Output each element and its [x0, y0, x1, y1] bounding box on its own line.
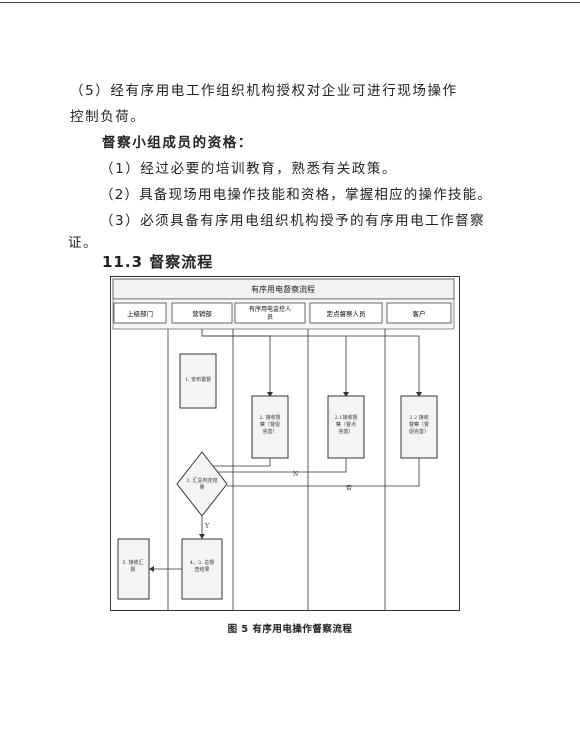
flow-box-5: [117, 538, 150, 600]
flowchart-svg: 有序用电督察流程 上级部门 营销部 有序用电监控人 员 定点督察人员 客户 1.…: [110, 276, 460, 611]
qualification-item-2: （2）具备现场用电操作技能和资格，掌握相应的操作技能。: [100, 187, 492, 203]
paragraph-5-line-1: （5）经有序用电工作组织机构授权对企业可进行现场操作: [70, 83, 458, 99]
flow-box-2-label-a: 2. 接收督: [259, 414, 280, 421]
page-top-rule: [0, 2, 580, 3]
lane-label-marketing: 营销部: [192, 309, 212, 318]
qualification-item-3-line-2: 证。: [68, 235, 99, 251]
flow-box-2-1: [327, 395, 365, 459]
decision-3-label-b: 果: [199, 485, 204, 491]
flowchart-title: 有序用电督察流程: [251, 284, 315, 294]
lane-label-inspector: 定点督察人员: [327, 309, 367, 318]
figure-caption: 图 5 有序用电操作督察流程: [227, 624, 353, 635]
flow-box-2-1-label-b: 察（督点: [336, 421, 356, 428]
section-title: 11.3 督察流程: [102, 253, 214, 271]
qualification-item-1: （1）经过必要的培训教育，熟悉有关政策。: [100, 161, 398, 177]
arrowhead: [199, 534, 205, 539]
decision-3-label-a: 3. 汇总判定结: [186, 477, 217, 484]
flow-box-4-label-b: 查结果: [194, 566, 209, 573]
edge-label-f: 否: [346, 485, 352, 492]
connector-feedback-inspector: [202, 458, 347, 473]
lane-label-monitor-2: 员: [267, 314, 273, 321]
flow-box-2-2: [400, 395, 438, 459]
arrowhead: [416, 392, 422, 397]
lane-header-monitor: [234, 302, 306, 324]
lane-label-monitor: 有序用电监控人: [249, 305, 291, 313]
flow-box-2-label-b: 察（督促: [260, 421, 280, 428]
edge-label-y: Y: [204, 523, 210, 530]
connector-feedback-customer: [227, 458, 420, 487]
lane-label-customer: 客户: [413, 309, 426, 318]
flow-box-2-1-label-a: 2.1接收督: [335, 414, 358, 421]
qualification-heading: 督察小组成员的资格：: [102, 135, 253, 151]
lane-header-marketing: [171, 302, 233, 324]
flow-box-1: [179, 353, 217, 409]
flow-box-2-1-label-c: 完善）: [338, 428, 353, 435]
flow-box-4-label-a: 4、3. 总督: [190, 559, 215, 566]
lane-header-inspector: [309, 302, 383, 324]
edge-label-n: N: [293, 471, 298, 478]
qualification-item-3-line-1: （3）必须具备有序用电组织机构授予的有序用电工作督察: [100, 213, 486, 229]
flow-box-2-label-c: 完善）: [262, 428, 277, 435]
flow-box-2-2-label-a: 2.2 接收: [409, 414, 429, 421]
arrowhead: [343, 392, 349, 397]
flow-box-1-label: 1. 安布置督: [185, 376, 211, 383]
lane-header-superior: [113, 302, 167, 324]
arrowhead: [267, 392, 273, 397]
flow-box-2-2-label-c: 促完善）: [409, 428, 429, 435]
flow-box-2-2-label-b: 督察（督: [409, 421, 429, 428]
flow-box-5-label-b: 报: [130, 566, 135, 573]
paragraph-5-line-2: 控制负荷。: [70, 109, 146, 125]
flow-box-5-label-a: 5. 接收汇: [122, 559, 143, 566]
lane-label-superior: 上级部门: [127, 309, 153, 318]
arrowhead: [149, 566, 154, 572]
flow-box-4: [181, 538, 223, 600]
connector-top-customer: [346, 335, 420, 396]
flowchart-figure: 有序用电督察流程 上级部门 营销部 有序用电监控人 员 定点督察人员 客户 1.…: [110, 276, 460, 611]
lane-header-customer: [386, 302, 452, 324]
